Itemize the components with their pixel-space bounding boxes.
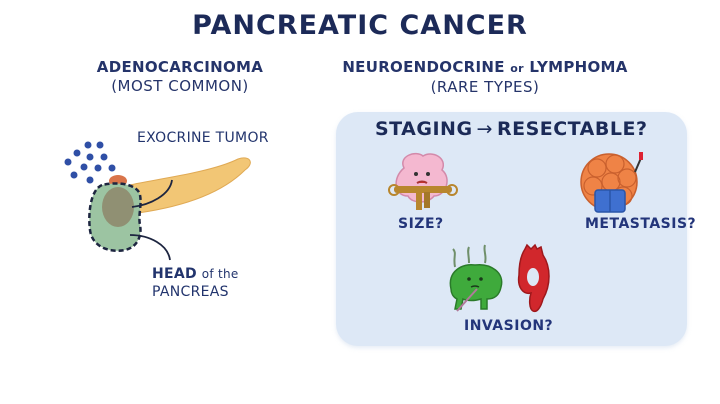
head-of-pancreas-label: HEAD of the PANCREAS	[152, 265, 239, 301]
arrow-right-icon: →	[476, 118, 493, 140]
head-leader-line	[129, 234, 171, 261]
adenocarcinoma-subtitle: (MOST COMMON)	[111, 77, 249, 95]
size-criterion-label: SIZE?	[398, 216, 444, 232]
organ-and-aorta-icon	[449, 243, 550, 313]
staging-heading: STAGING→RESECTABLE?	[375, 118, 647, 140]
staging-panel	[336, 112, 687, 346]
of-the-label: of the	[201, 267, 239, 281]
exocrine-tumor	[102, 187, 134, 227]
adenocarcinoma-heading: ADENOCARCINOMA (MOST COMMON)	[70, 58, 290, 96]
resectable-question: RESECTABLE?	[496, 118, 648, 140]
traveling-tumor-with-suitcase-icon	[580, 152, 643, 213]
cancer-cell-dots-icon	[64, 141, 116, 184]
invasion-criterion-label: INVASION?	[464, 318, 554, 334]
staging-label: STAGING	[375, 118, 473, 140]
tumor-leader-line	[131, 179, 173, 208]
pancreas-label: PANCREAS	[152, 284, 229, 300]
head-bold-label: HEAD	[152, 266, 197, 282]
lymphoma-label: LYMPHOMA	[529, 58, 628, 76]
neuroendocrine-label: NEUROENDOCRINE	[342, 58, 505, 76]
adenocarcinoma-title: ADENOCARCINOMA	[96, 58, 264, 76]
rare-types-heading: NEUROENDOCRINE or LYMPHOMA (RARE TYPES)	[330, 58, 640, 97]
page-title: PANCREATIC CANCER	[192, 10, 528, 41]
or-label: or	[510, 62, 524, 75]
pancreas-tail	[129, 157, 251, 214]
rare-types-subtitle: (RARE TYPES)	[430, 78, 540, 96]
metastasis-criterion-label: METASTASIS?	[585, 216, 697, 232]
exocrine-tumor-label: EXOCRINE TUMOR	[137, 130, 269, 146]
pancreas-with-tumor-in-head-icon	[64, 141, 251, 261]
tumor-with-measuring-tape-icon	[388, 152, 458, 210]
